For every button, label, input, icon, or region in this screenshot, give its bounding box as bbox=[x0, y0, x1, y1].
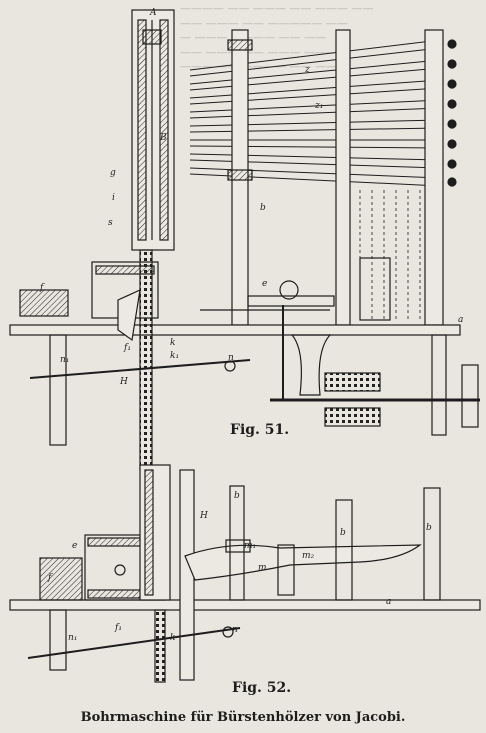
label-k: k bbox=[170, 338, 175, 348]
fig51-labels: A B b a f f₁ e k k₁ n n₁ H g i s z z₁ bbox=[39, 8, 463, 387]
label-b-52b: b bbox=[340, 528, 346, 538]
label-A: A bbox=[149, 8, 157, 18]
label-e: e bbox=[262, 279, 267, 289]
page-title: Bohrmaschine für Bürstenhölzer von Jacob… bbox=[80, 710, 406, 725]
fig51-drawing bbox=[9, 9, 480, 471]
label-B: B bbox=[159, 133, 167, 143]
label-b-52c: b bbox=[426, 523, 432, 533]
bleed-through-text: ———— —— ——— —— ——— ———— ——— —— ————— ———… bbox=[180, 2, 374, 73]
label-f1-52: f₁ bbox=[114, 623, 122, 633]
fig52-drawing bbox=[9, 464, 481, 683]
label-b: b bbox=[260, 203, 266, 213]
label-b-52a: b bbox=[234, 491, 240, 501]
label-m2-52: m₂ bbox=[302, 551, 315, 561]
label-g: g bbox=[110, 168, 116, 178]
label-a-52: a bbox=[386, 597, 391, 607]
label-e-52: e bbox=[72, 541, 77, 551]
label-a: a bbox=[458, 315, 463, 325]
label-n1: n₁ bbox=[60, 355, 69, 365]
label-f1: f₁ bbox=[123, 343, 131, 353]
label-m1-52: m₁ bbox=[244, 541, 256, 551]
label-H: H bbox=[119, 377, 128, 387]
label-H-52: H bbox=[199, 511, 208, 521]
label-s: s bbox=[108, 218, 113, 228]
figure-51-caption: Fig. 51. bbox=[230, 422, 290, 438]
label-i: i bbox=[112, 193, 115, 203]
label-m-52: m bbox=[258, 563, 267, 573]
label-f-52: f bbox=[47, 573, 53, 583]
label-k-52: k bbox=[170, 633, 175, 643]
label-k1: k₁ bbox=[170, 351, 179, 361]
fig52-labels: b b b a f f₁ e H m m₁ m₂ n n₁ k bbox=[47, 491, 432, 643]
label-n1-52: n₁ bbox=[68, 633, 77, 643]
label-n-52: n bbox=[232, 625, 238, 635]
label-f: f bbox=[39, 283, 45, 293]
figure-52-caption: Fig. 52. bbox=[232, 680, 292, 696]
label-n: n bbox=[228, 353, 234, 363]
label-z1: z₁ bbox=[314, 101, 323, 111]
label-z: z bbox=[304, 65, 310, 75]
